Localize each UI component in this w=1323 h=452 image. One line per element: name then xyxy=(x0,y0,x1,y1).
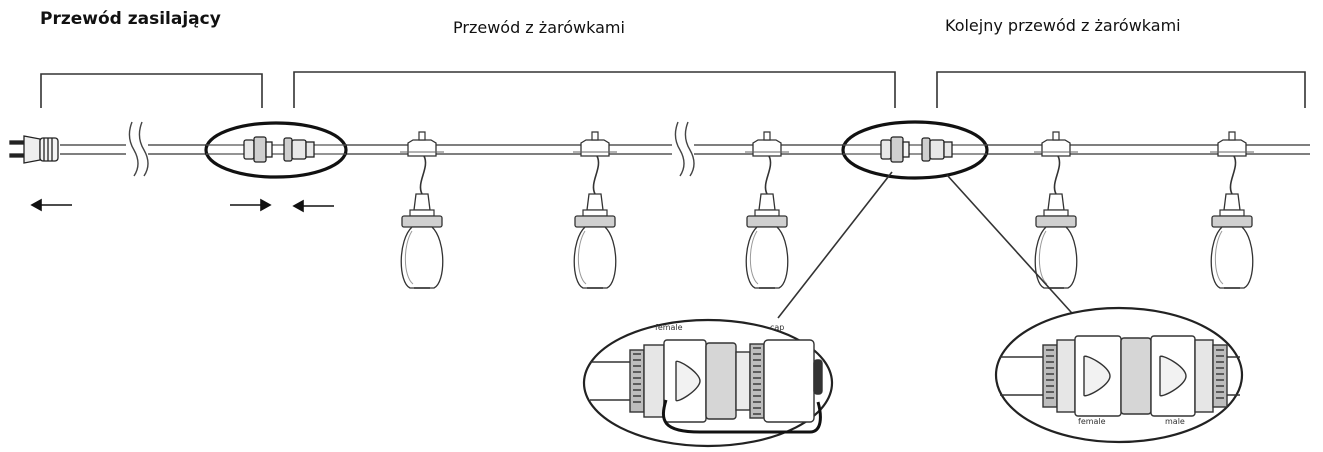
female-connector-icon xyxy=(921,137,953,162)
male-connector-icon xyxy=(243,136,273,163)
next-bulb-cord-bracket xyxy=(936,71,1306,108)
arrow-left-icon xyxy=(30,198,72,212)
plug-icon xyxy=(9,135,59,164)
connector-highlight-2 xyxy=(841,120,989,180)
connector-highlight-1 xyxy=(204,121,348,179)
direction-arrows xyxy=(30,198,334,213)
bulb-cord-bracket xyxy=(293,71,896,108)
female-connector-icon xyxy=(283,137,315,162)
bulb-icon xyxy=(1209,131,1255,289)
bulb-icon xyxy=(744,131,790,289)
male-connector-icon xyxy=(880,136,910,163)
bulb-icon xyxy=(572,131,618,289)
detail-leader-lines xyxy=(777,171,1081,323)
detail-female-cap: female cap xyxy=(582,318,834,448)
arrow-left-icon xyxy=(292,199,334,213)
power-cord-bracket xyxy=(40,73,263,108)
cap-strap xyxy=(661,399,822,434)
detail-left-female-label: female xyxy=(655,323,683,332)
power-cord-title: Przewód zasilający xyxy=(40,9,221,29)
cable-break-marks xyxy=(126,121,695,177)
detail-left-cap-label: cap xyxy=(770,323,784,332)
detail-right-female-label: female xyxy=(1078,417,1106,426)
bulb-icon xyxy=(1033,131,1079,289)
detail-female-male: female male xyxy=(994,306,1244,444)
detail-right-male-label: male xyxy=(1165,417,1185,426)
arrow-right-icon xyxy=(230,198,272,212)
bulbs xyxy=(399,131,1255,289)
next-bulb-cord-title: Kolejny przewód z żarówkami xyxy=(945,16,1181,35)
bulb-icon xyxy=(399,131,445,289)
bulb-cord-title: Przewód z żarówkami xyxy=(453,18,625,37)
